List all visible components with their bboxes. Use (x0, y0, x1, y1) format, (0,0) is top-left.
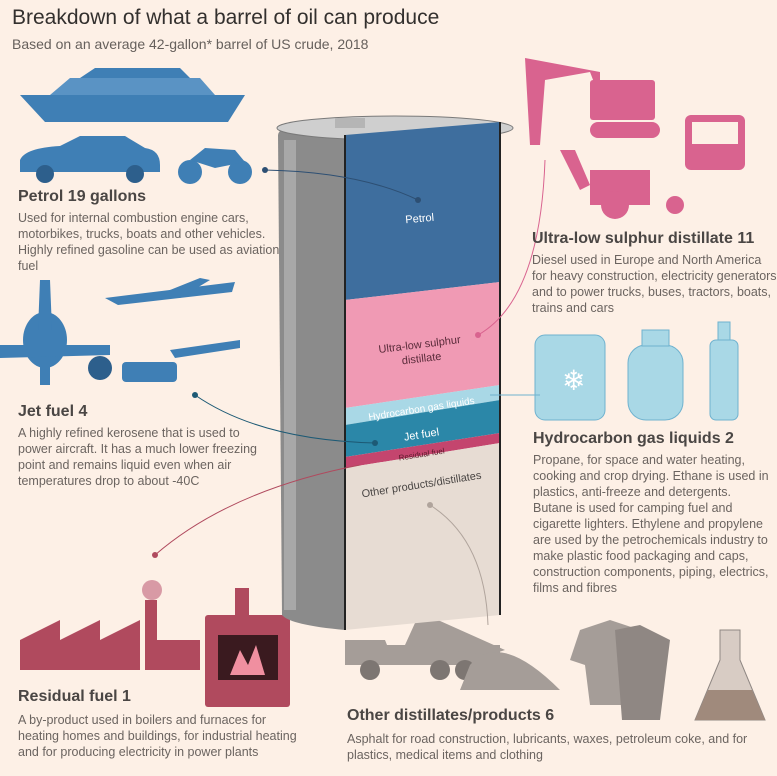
tractor-icon (560, 150, 684, 219)
factory-icon (20, 580, 200, 670)
bus-icon (685, 115, 745, 170)
ulsd-heading: Ultra-low sulphur distillate 11 (532, 230, 755, 247)
antifreeze-canister-icon: ❄ (534, 334, 606, 421)
motorbike-icon (178, 148, 252, 184)
residual-heading: Residual fuel 1 (18, 688, 131, 705)
flask-icon (694, 629, 766, 721)
ulsd-leader-line (477, 159, 546, 336)
jet-section: Jet fuel 4 A highly refined kerosene tha… (18, 403, 263, 489)
page-title: Breakdown of what a barrel of oil can pr… (12, 6, 440, 29)
layer-other (345, 443, 500, 630)
ulsd-description: Diesel used in Europe and North America … (532, 253, 777, 315)
jet-heading: Jet fuel 4 (18, 403, 88, 420)
yacht-icon (20, 68, 245, 122)
fuel-truck-icon (122, 340, 240, 382)
car-icon (20, 136, 160, 183)
excavator-icon (525, 58, 660, 145)
clothes-icon (570, 620, 670, 720)
layer-petrol (345, 122, 500, 300)
layer-jet (345, 400, 500, 457)
residual-description: A by-product used in boilers and furnace… (18, 713, 297, 759)
residual-section: Residual fuel 1 A by-product used in boi… (18, 688, 298, 760)
other-heading: Other distillates/products 6 (347, 707, 555, 724)
petrol-description: Used for internal combustion engine cars… (18, 211, 280, 273)
hgl-heading: Hydrocarbon gas liquids 2 (533, 430, 734, 447)
petrol-section: Petrol 19 gallons Used for internal comb… (18, 188, 283, 274)
jet-leader-line (194, 394, 376, 444)
residual-leader-line (154, 464, 361, 556)
jet-airliner-icon (0, 280, 112, 385)
wood-stove-icon (205, 588, 290, 707)
petrol-leader-line (264, 169, 419, 201)
barrel-label-petrol: Petrol (405, 212, 435, 226)
other-leader-line (429, 504, 489, 626)
airplane-icon (105, 278, 235, 305)
other-section: Other distillates/products 6 Asphalt for… (347, 707, 757, 763)
layer-residual (345, 433, 500, 468)
petrol-heading: Petrol 19 gallons (18, 188, 147, 205)
water-bottle-icon (709, 321, 739, 421)
layer-ulsd (345, 282, 500, 408)
hgl-section: Hydrocarbon gas liquids 2 Propane, for s… (533, 430, 773, 596)
dump-truck-icon (345, 612, 560, 690)
svg-text:❄: ❄ (562, 365, 585, 396)
page-subtitle: Based on an average 42-gallon* barrel of… (12, 36, 369, 52)
layer-hgl (345, 385, 500, 425)
gas-bottle-icon (627, 329, 684, 421)
hgl-description: Propane, for space and water heating, co… (533, 453, 769, 595)
other-description: Asphalt for road construction, lubricant… (347, 732, 748, 762)
ulsd-section: Ultra-low sulphur distillate 11 Diesel u… (532, 230, 777, 316)
jet-description: A highly refined kerosene that is used t… (18, 426, 257, 488)
barrel-label-ulsd-2: distillate (401, 351, 442, 368)
oil-barrel (276, 115, 514, 630)
barrel-label-jet: Jet fuel (403, 426, 440, 443)
